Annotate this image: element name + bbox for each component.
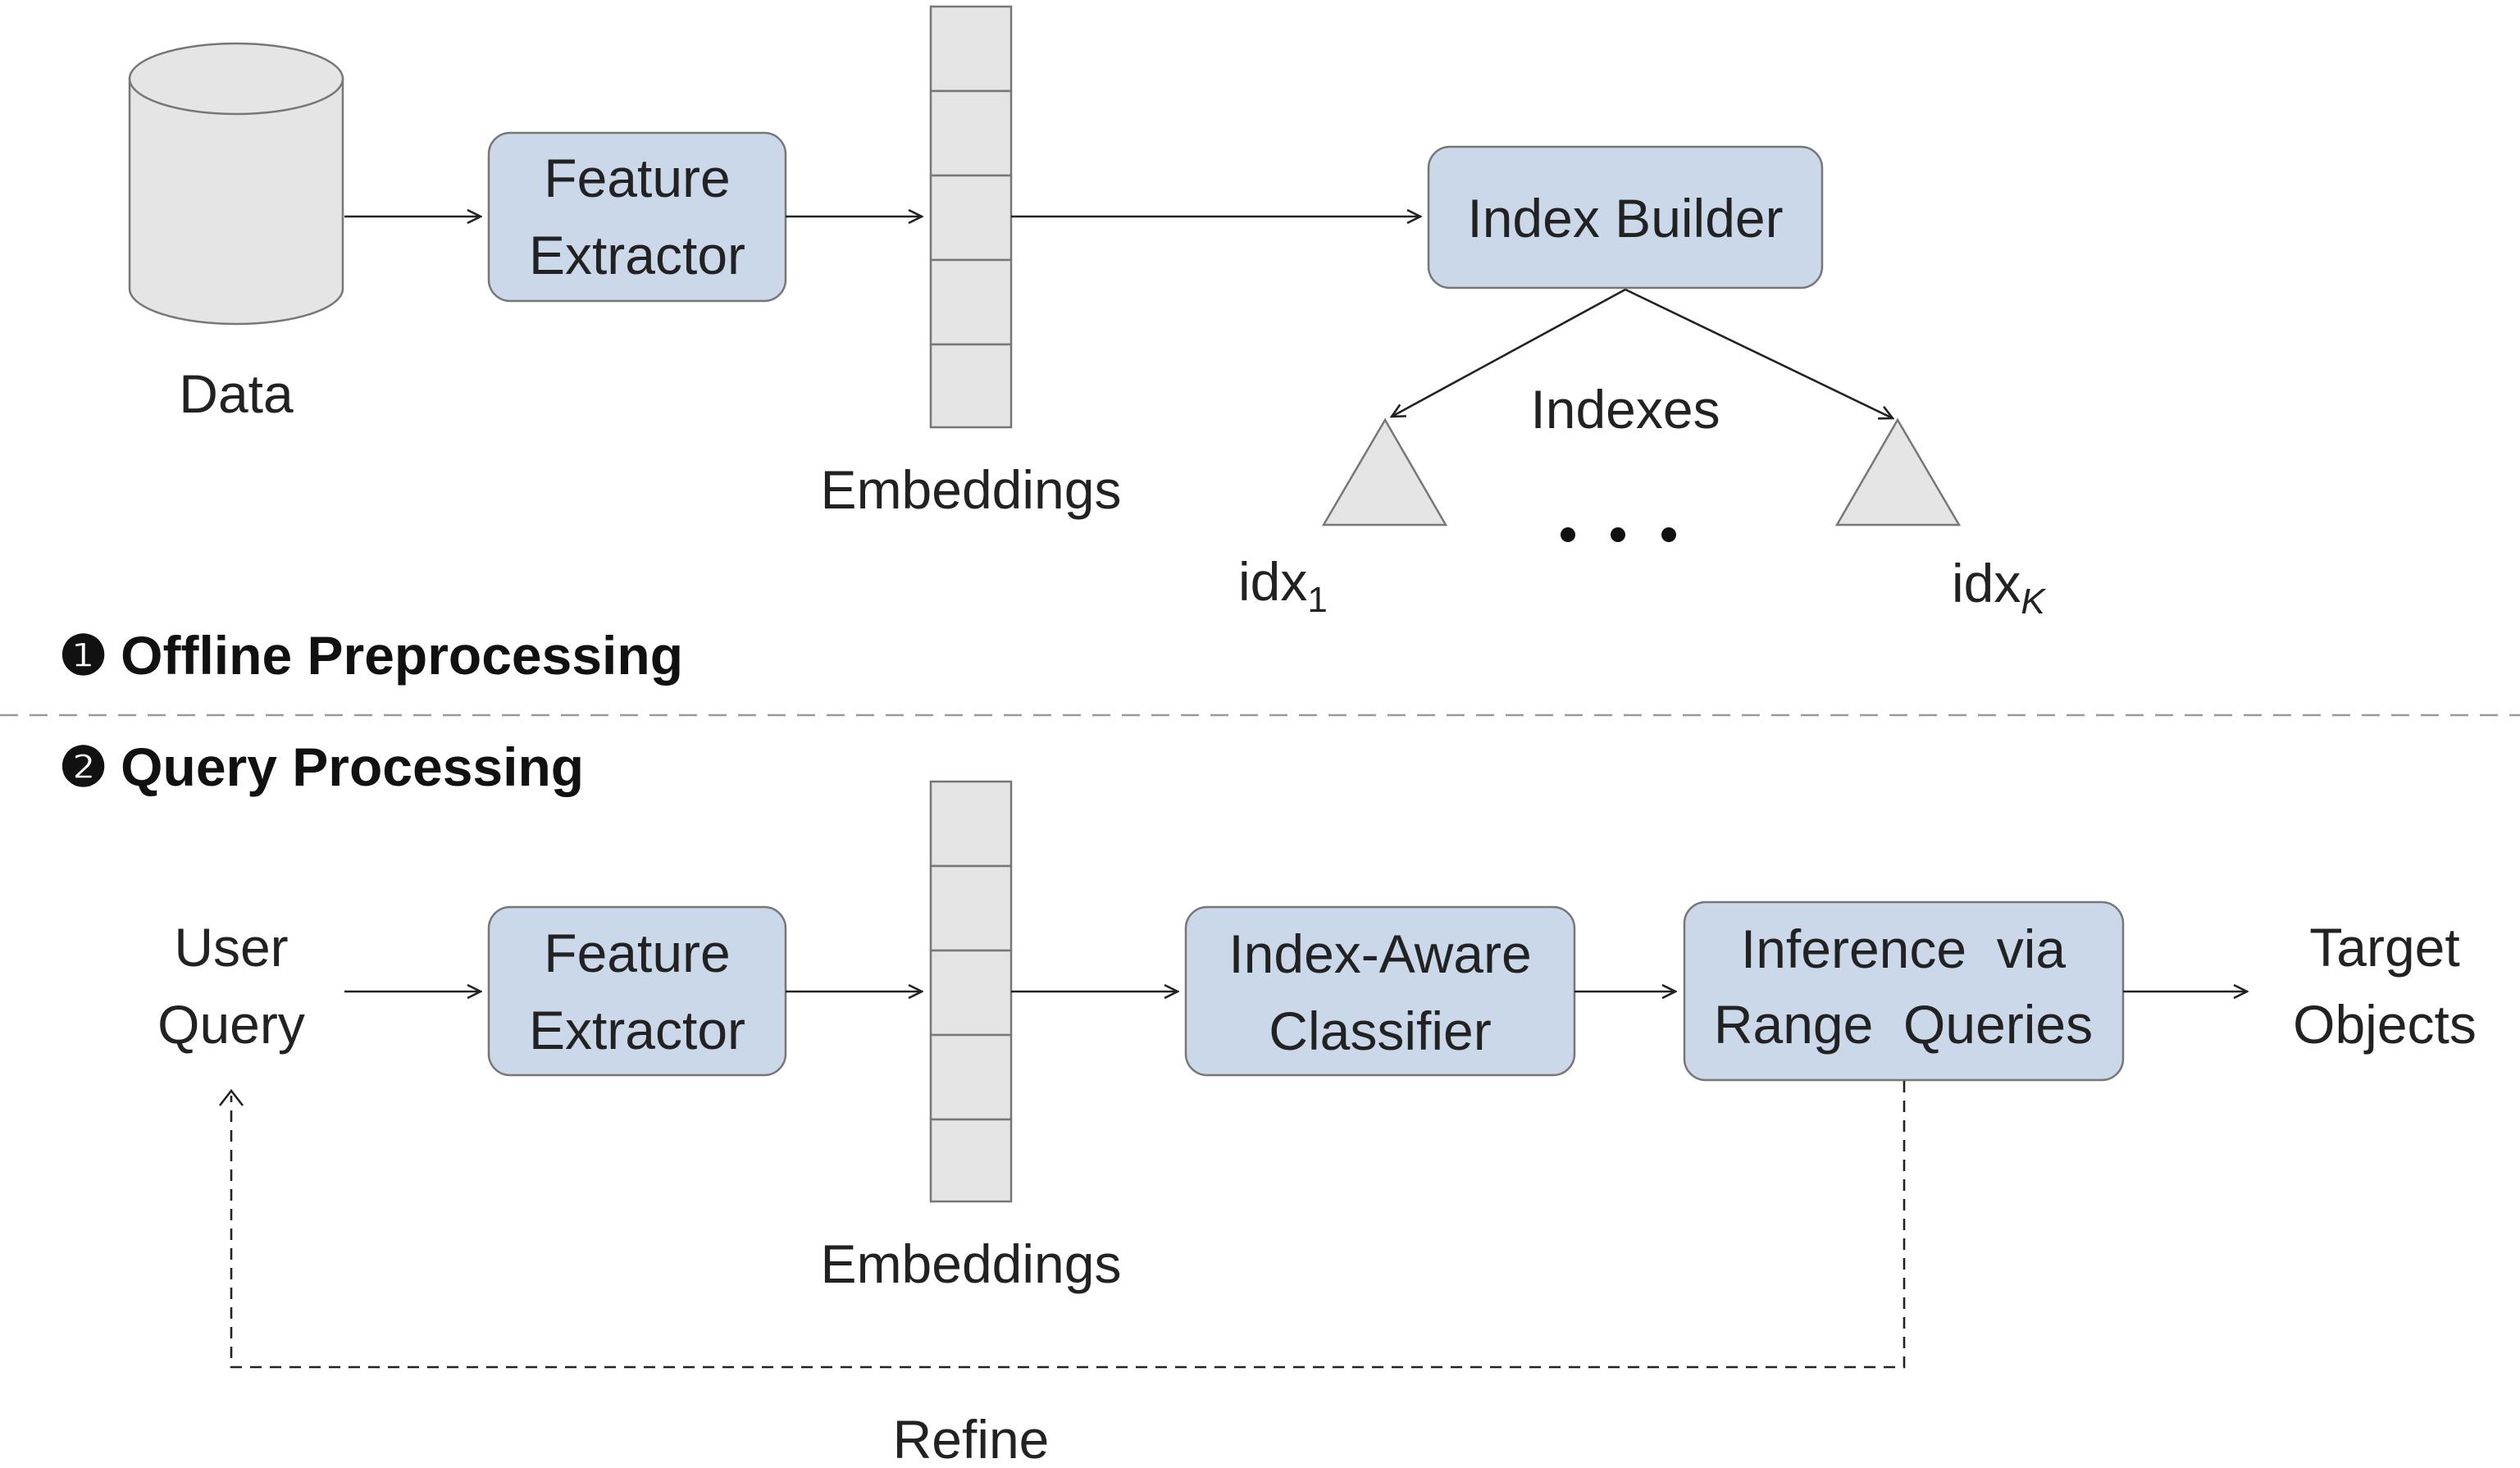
classifier-label-line1: Index-Aware — [1228, 923, 1531, 984]
indexes-label: Indexes — [1530, 379, 1720, 440]
refine-feedback-loop — [230, 1081, 1906, 1369]
ellipsis-dots — [1561, 527, 1676, 542]
embeddings-label: Embeddings — [821, 459, 1122, 520]
idx1-triangle-icon — [1321, 417, 1448, 527]
inference-label-line1: Inference via — [1741, 919, 2067, 979]
feature-extractor-box: Feature Extractor — [487, 131, 787, 303]
inference-range-queries-box: Inference via Range Queries — [1683, 900, 2125, 1082]
feature-extractor-label-line2: Extractor — [529, 225, 745, 285]
query-feature-extractor-label-line2: Extractor — [529, 1000, 745, 1060]
index-builder-label: Index Builder — [1467, 188, 1783, 248]
target-objects-label-line2: Objects — [2293, 994, 2477, 1055]
data-cylinder-icon — [128, 42, 344, 326]
index-builder-box: Index Builder — [1427, 145, 1824, 289]
data-label: Data — [179, 363, 294, 424]
classifier-label-line2: Classifier — [1269, 1001, 1491, 1061]
idxk-triangle-icon — [1834, 417, 1962, 527]
refine-arrowhead — [218, 1088, 244, 1106]
target-objects-label-line1: Target — [2309, 917, 2459, 978]
user-query-label-line1: User — [174, 917, 288, 978]
index-aware-classifier-box: Index-Aware Classifier — [1184, 905, 1576, 1077]
arrow-to-idxk — [1625, 288, 1893, 418]
inference-label-line2: Range Queries — [1714, 994, 2093, 1055]
query-embeddings-vector — [929, 780, 1013, 1203]
user-query-label-line2: Query — [157, 994, 305, 1055]
query-feature-extractor-box: Feature Extractor — [487, 905, 787, 1077]
idx1-label: idx1 — [1238, 551, 1328, 620]
refine-label: Refine — [893, 1409, 1050, 1468]
query-embeddings-label: Embeddings — [821, 1233, 1122, 1294]
idxk-label: idxK — [1952, 553, 2046, 622]
query-feature-extractor-label-line1: Feature — [544, 923, 730, 983]
arrow-to-idx1 — [1392, 288, 1626, 417]
embeddings-vector — [929, 5, 1013, 429]
feature-extractor-label-line1: Feature — [544, 148, 730, 208]
